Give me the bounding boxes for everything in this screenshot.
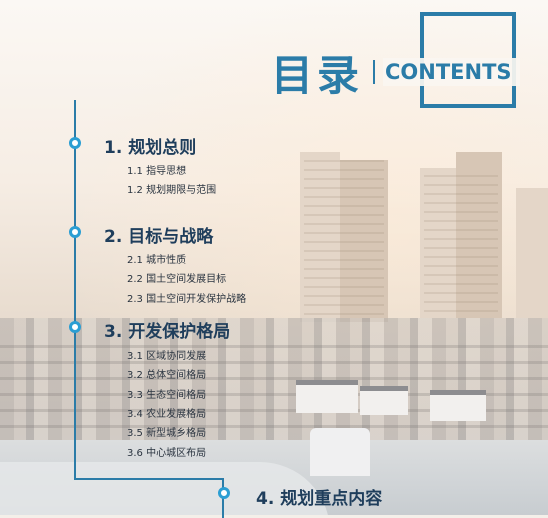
timeline-dot-3 (69, 321, 81, 333)
white-house (296, 380, 358, 413)
building-right-b (456, 152, 502, 318)
building-windows (304, 160, 384, 315)
building-right (420, 168, 456, 318)
toc-item-1-1[interactable]: 1.1 指导思想 (127, 166, 187, 177)
toc-item-2-2[interactable]: 2.2 国土空间发展目标 (127, 274, 227, 285)
title-english: CONTENTS (383, 58, 520, 86)
toc-item-3-6[interactable]: 3.6 中心城区布局 (127, 448, 207, 459)
section-4-heading[interactable]: 4. 规划重点内容 (256, 489, 383, 509)
section-2-heading[interactable]: 2. 目标与战略 (104, 227, 214, 247)
village-roofs (0, 318, 548, 448)
toc-item-1-2[interactable]: 1.2 规划期限与范围 (127, 185, 217, 196)
white-house-b (360, 386, 408, 415)
toc-item-3-4[interactable]: 3.4 农业发展格局 (127, 409, 207, 420)
building-left-b (340, 160, 388, 322)
beach-curve (0, 462, 330, 515)
toc-item-2-3[interactable]: 2.3 国土空间开发保护战略 (127, 294, 247, 305)
building-windows-right (424, 172, 498, 312)
building-far (516, 188, 548, 318)
title-main: 目录 (271, 50, 364, 100)
building-left (300, 152, 340, 322)
title-separator (373, 60, 376, 84)
page-title: 目录 CONTENTS (271, 44, 520, 100)
toc-item-2-1[interactable]: 2.1 城市性质 (127, 255, 187, 266)
timeline-dot-1 (69, 137, 81, 149)
section-1-heading[interactable]: 1. 规划总则 (104, 138, 197, 158)
white-house-c (430, 390, 486, 421)
toc-item-3-3[interactable]: 3.3 生态空间格局 (127, 390, 207, 401)
timeline-dot-2 (69, 226, 81, 238)
toc-item-3-1[interactable]: 3.1 区域协同发展 (127, 351, 207, 362)
section-3-heading[interactable]: 3. 开发保护格局 (104, 322, 231, 342)
timeline-line (74, 100, 76, 480)
toc-item-3-5[interactable]: 3.5 新型城乡格局 (127, 428, 207, 439)
timeline-dot-4 (218, 487, 230, 499)
timeline-connector (74, 478, 222, 480)
toc-item-3-2[interactable]: 3.2 总体空间格局 (127, 370, 207, 381)
white-structure (310, 428, 370, 476)
